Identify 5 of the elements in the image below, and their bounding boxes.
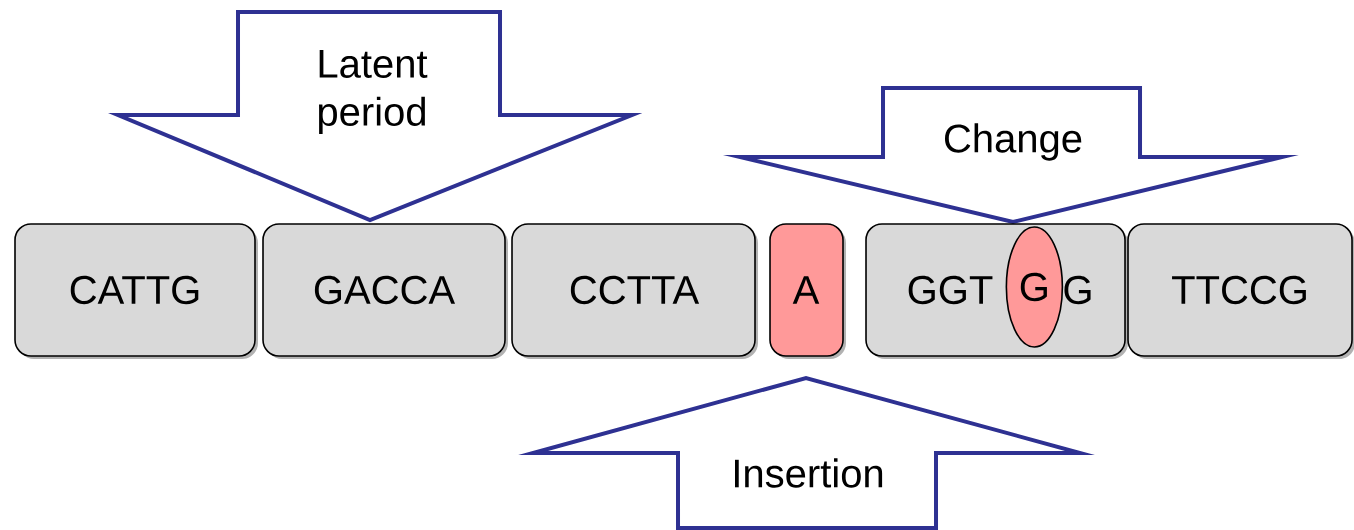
sequence-box: TTCCG bbox=[1127, 223, 1354, 359]
sequence-box: CATTG bbox=[14, 223, 258, 359]
sequence-box: CCTTA bbox=[511, 223, 758, 359]
sequence-box: A bbox=[769, 223, 846, 359]
sequence-box: GACCA bbox=[262, 223, 508, 359]
